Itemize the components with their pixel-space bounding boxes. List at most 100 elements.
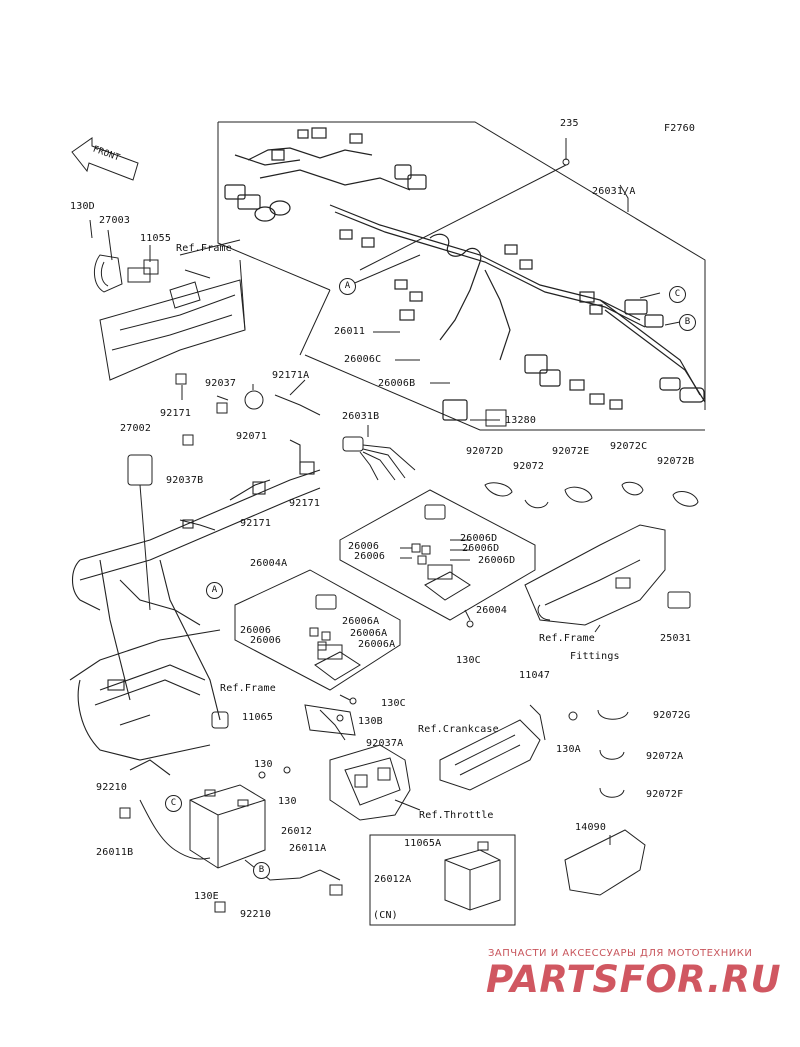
part-92210-b: 92210 bbox=[240, 909, 272, 920]
part-92072G: 92072G bbox=[653, 710, 691, 721]
front-arrow-icon bbox=[71, 137, 139, 181]
part-11065A: 11065A bbox=[404, 838, 442, 849]
part-130E: 130E bbox=[194, 891, 219, 902]
part-92171A: 92171A bbox=[272, 370, 310, 381]
marker-c-battery: C bbox=[165, 795, 182, 812]
clip-92072A bbox=[599, 749, 625, 760]
part-26011: 26011 bbox=[334, 326, 366, 337]
ref-crankcase: Ref.Crankcase bbox=[418, 724, 499, 735]
clip-92037 bbox=[216, 402, 228, 414]
marker-b-harness: B bbox=[679, 314, 696, 331]
part-92210-a: 92210 bbox=[96, 782, 128, 793]
part-130A: 130A bbox=[556, 744, 581, 755]
part-235: 235 bbox=[560, 118, 579, 129]
frame-assembly bbox=[69, 439, 321, 776]
part-26006D-c: 26006D bbox=[478, 555, 516, 566]
junction-box-26004A bbox=[314, 594, 361, 681]
part-92072F: 92072F bbox=[646, 789, 684, 800]
part-11065: 11065 bbox=[242, 712, 274, 723]
ref-frame-fittings-2: Fittings bbox=[570, 651, 620, 662]
marker-a-frame: A bbox=[206, 582, 223, 599]
part-26011B: 26011B bbox=[96, 847, 134, 858]
ref-frame-fittings-1: Ref.Frame bbox=[539, 633, 595, 644]
clip-92072G bbox=[597, 709, 629, 720]
relay-13280 bbox=[485, 409, 507, 427]
part-92171-c: 92171 bbox=[240, 518, 272, 529]
figure-code: F2760 bbox=[664, 123, 696, 134]
cn-label: (CN) bbox=[373, 910, 398, 921]
part-26031B: 26031B bbox=[342, 411, 380, 422]
part-26006B: 26006B bbox=[378, 378, 416, 389]
part-92171-b: 92171 bbox=[289, 498, 321, 509]
junction-box-26004 bbox=[424, 504, 471, 601]
watermark-caption: ЗАПЧАСТИ И АКСЕССУАРЫ ДЛЯ МОТОТЕХНИКИ bbox=[488, 948, 753, 959]
sub-harness-26031B bbox=[342, 436, 416, 481]
part-26006-a: 26006 bbox=[348, 541, 380, 552]
part-26006C: 26006C bbox=[344, 354, 382, 365]
part-130B: 130B bbox=[358, 716, 383, 727]
part-92037A: 92037A bbox=[366, 738, 404, 749]
part-26012A: 26012A bbox=[374, 874, 412, 885]
part-13280: 13280 bbox=[505, 415, 537, 426]
cn-variant-box bbox=[369, 834, 516, 926]
part-26006D-b: 26006D bbox=[462, 543, 500, 554]
ref-frame-2: Ref.Frame bbox=[220, 683, 276, 694]
part-130D: 130D bbox=[70, 201, 95, 212]
clip-92037B bbox=[182, 434, 194, 446]
part-27003: 27003 bbox=[99, 215, 131, 226]
part-26006-c: 26006 bbox=[240, 625, 272, 636]
part-26031A: 26031/A bbox=[592, 186, 636, 197]
part-25031: 25031 bbox=[660, 633, 692, 644]
part-92072B: 92072B bbox=[657, 456, 695, 467]
horn-relay-27002 bbox=[127, 454, 153, 486]
ref-frame-1: Ref.Frame bbox=[176, 243, 232, 254]
part-26006A-b: 26006A bbox=[350, 628, 388, 639]
part-26006A-a: 26006A bbox=[342, 616, 380, 627]
part-11047: 11047 bbox=[519, 670, 551, 681]
marker-a-harness: A bbox=[339, 278, 356, 295]
part-92072A: 92072A bbox=[646, 751, 684, 762]
part-92037: 92037 bbox=[205, 378, 237, 389]
clip-92171 bbox=[175, 373, 187, 385]
part-11055: 11055 bbox=[140, 233, 172, 244]
part-26006A-c: 26006A bbox=[358, 639, 396, 650]
marker-b-battery: B bbox=[253, 862, 270, 879]
part-92072E: 92072E bbox=[552, 446, 590, 457]
clip-92072F bbox=[599, 787, 625, 798]
part-26004: 26004 bbox=[476, 605, 508, 616]
part-130C-a: 130C bbox=[456, 655, 481, 666]
clamp-92072B bbox=[672, 491, 699, 507]
part-27002: 27002 bbox=[120, 423, 152, 434]
grommet-92071 bbox=[244, 390, 264, 410]
strap-92037A bbox=[319, 709, 346, 741]
part-92171-a: 92171 bbox=[160, 408, 192, 419]
cap-11065 bbox=[211, 711, 229, 729]
part-92072C: 92072C bbox=[610, 441, 648, 452]
battery-26012A bbox=[444, 841, 501, 911]
part-92071: 92071 bbox=[236, 431, 268, 442]
frame-fittings-cover bbox=[524, 524, 666, 626]
part-130C-b: 130C bbox=[381, 698, 406, 709]
main-wiring-harness bbox=[224, 127, 706, 421]
part-92037B: 92037B bbox=[166, 475, 204, 486]
part-130-b: 130 bbox=[278, 796, 297, 807]
part-26004A: 26004A bbox=[250, 558, 288, 569]
marker-c-harness: C bbox=[669, 286, 686, 303]
clamp-92072D bbox=[484, 482, 513, 497]
part-26006-b: 26006 bbox=[354, 551, 386, 562]
part-92072D: 92072D bbox=[466, 446, 504, 457]
ref-throttle: Ref.Throttle bbox=[419, 810, 494, 821]
battery-26012 bbox=[189, 784, 266, 869]
part-26011A: 26011A bbox=[289, 843, 327, 854]
part-130-a: 130 bbox=[254, 759, 273, 770]
clamp-92072E bbox=[564, 486, 593, 503]
part-14090: 14090 bbox=[575, 822, 607, 833]
clamp-92072 bbox=[524, 499, 549, 509]
part-26012: 26012 bbox=[281, 826, 313, 837]
clamp-92072C bbox=[621, 481, 644, 496]
part-26006-d: 26006 bbox=[250, 635, 282, 646]
relay-25031 bbox=[667, 591, 691, 609]
part-26006D-a: 26006D bbox=[460, 533, 498, 544]
